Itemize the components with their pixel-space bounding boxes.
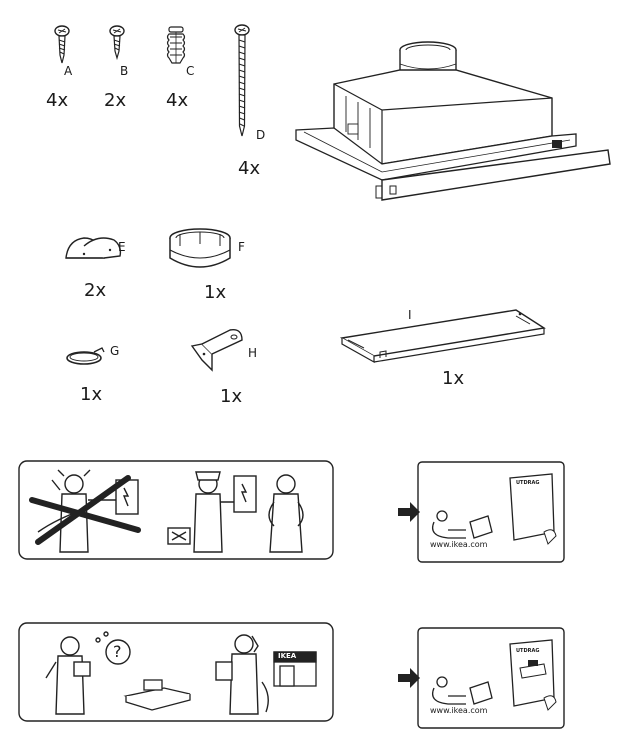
part-h-letter: H: [248, 346, 258, 360]
part-i-letter: I: [408, 308, 412, 322]
long-screw-d-icon: [234, 24, 250, 137]
part-a-letter: A: [64, 64, 73, 78]
manual-reference-panel-1: [398, 461, 565, 563]
mounting-rail-i-icon: [339, 309, 546, 364]
question-mark: ?: [113, 642, 122, 661]
part-b-letter: B: [120, 64, 129, 78]
bracket-h-icon: [190, 329, 243, 372]
anchor-plug-c-icon: [166, 26, 186, 64]
part-e-quantity: 2x: [84, 280, 107, 301]
cooker-hood-illustration: [295, 41, 611, 201]
part-e-letter: E: [118, 240, 126, 254]
manual-reference-panel-2: [398, 627, 565, 729]
part-b-quantity: 2x: [104, 90, 127, 111]
ikea-store-sign: IKEA: [278, 652, 297, 660]
part-g-quantity: 1x: [80, 384, 103, 405]
help-question-panel: [18, 622, 334, 722]
part-c-quantity: 4x: [166, 90, 189, 111]
electrician-warning-panel: [18, 460, 334, 560]
booklet-title-1: UTDRAG: [516, 480, 540, 486]
cover-cap-e-icon: [65, 237, 122, 259]
part-g-letter: G: [110, 344, 120, 358]
part-d-quantity: 4x: [238, 158, 261, 179]
screw-a-icon: [54, 25, 70, 64]
part-f-quantity: 1x: [204, 282, 227, 303]
booklet-title-2: UTDRAG: [516, 648, 540, 654]
air-duct-connector-f-icon: [169, 228, 231, 268]
screw-b-icon: [109, 25, 125, 61]
part-c-letter: C: [186, 64, 195, 78]
part-d-letter: D: [256, 128, 266, 142]
part-f-letter: F: [238, 240, 245, 254]
part-i-quantity: 1x: [442, 368, 465, 389]
cable-clamp-g-icon: [66, 347, 105, 365]
ikea-url-2: www.ikea.com: [430, 706, 488, 715]
part-a-quantity: 4x: [46, 90, 69, 111]
part-h-quantity: 1x: [220, 386, 243, 407]
ikea-url-1: www.ikea.com: [430, 540, 488, 549]
